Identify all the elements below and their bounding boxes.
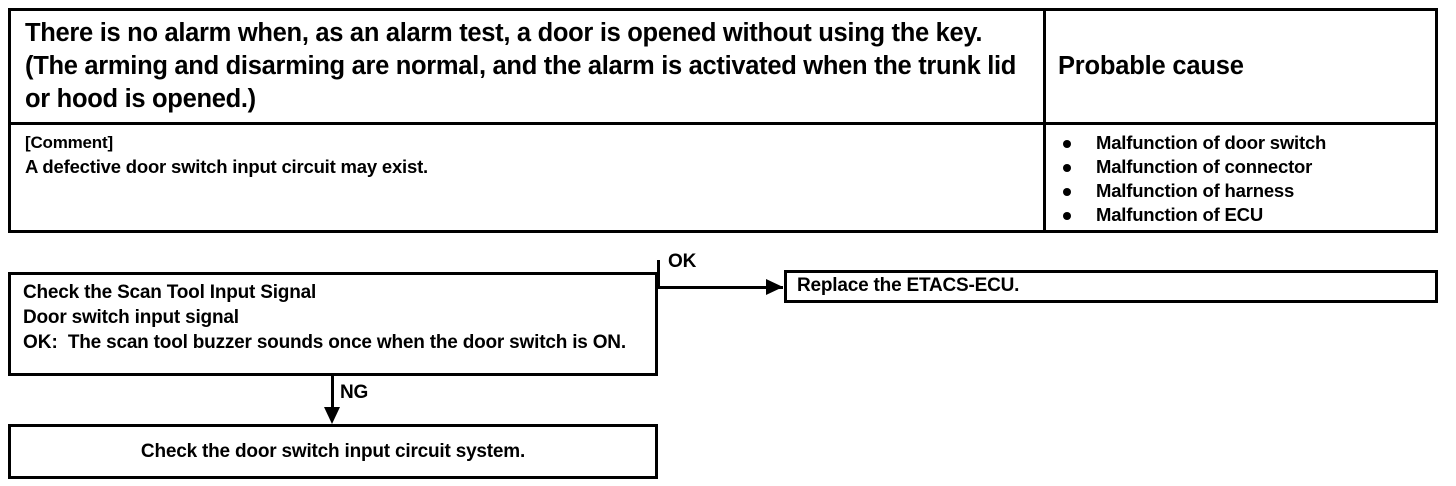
edge-label-ng: NG <box>340 382 369 403</box>
probable-cause-list-cell: Malfunction of door switch Malfunction o… <box>1046 125 1435 230</box>
bullet-icon <box>1063 212 1071 220</box>
cause-label: Malfunction of ECU <box>1096 204 1263 225</box>
flow-ok-tag: OK: <box>23 332 58 353</box>
probable-cause-list: Malfunction of door switch Malfunction o… <box>1058 131 1425 227</box>
flow-result-text: Check the door switch input circuit syst… <box>140 440 526 462</box>
list-item: Malfunction of connector <box>1058 155 1425 179</box>
list-item: Malfunction of ECU <box>1058 203 1425 227</box>
flow-step-subtitle: Door switch input signal <box>23 307 239 328</box>
flow-step-check-scan-tool: Check the Scan Tool Input Signal Door sw… <box>8 272 658 376</box>
connector-ng-vertical <box>331 375 334 411</box>
probable-cause-title: Probable cause <box>1058 52 1244 80</box>
bullet-icon <box>1063 164 1071 172</box>
bullet-icon <box>1063 188 1071 196</box>
flow-step-ok-criterion: OK: The scan tool buzzer sounds once whe… <box>23 330 647 355</box>
flow-result-check-door-switch-circuit: Check the door switch input circuit syst… <box>8 424 658 479</box>
flow-step-title: Check the Scan Tool Input Signal <box>23 282 317 303</box>
table-body-row: [Comment] A defective door switch input … <box>11 125 1435 230</box>
edge-label-ok: OK <box>668 251 697 272</box>
cause-label: Malfunction of connector <box>1096 156 1313 177</box>
flow-result-replace-etacs-ecu: Replace the ETACS-ECU. <box>784 270 1438 303</box>
symptom-table: There is no alarm when, as an alarm test… <box>8 8 1438 233</box>
list-item: Malfunction of harness <box>1058 179 1425 203</box>
arrowhead-right-icon <box>766 279 783 295</box>
connector-ok-horizontal <box>657 286 783 289</box>
symptom-cell: There is no alarm when, as an alarm test… <box>11 11 1046 122</box>
arrowhead-down-icon <box>324 407 340 424</box>
comment-cell: [Comment] A defective door switch input … <box>11 125 1046 230</box>
flow-result-text: Replace the ETACS-ECU. <box>797 275 1020 296</box>
cause-label: Malfunction of door switch <box>1096 132 1327 153</box>
cause-label: Malfunction of harness <box>1096 180 1295 201</box>
probable-cause-header-cell: Probable cause <box>1046 11 1435 122</box>
list-item: Malfunction of door switch <box>1058 131 1425 155</box>
connector-ok-vertical <box>657 260 660 289</box>
comment-text: A defective door switch input circuit ma… <box>25 156 428 177</box>
symptom-description: There is no alarm when, as an alarm test… <box>25 19 1017 113</box>
comment-label: [Comment] <box>25 133 113 152</box>
flow-ok-text: The scan tool buzzer sounds once when th… <box>67 332 626 353</box>
table-header-row: There is no alarm when, as an alarm test… <box>11 11 1435 125</box>
bullet-icon <box>1063 140 1071 148</box>
